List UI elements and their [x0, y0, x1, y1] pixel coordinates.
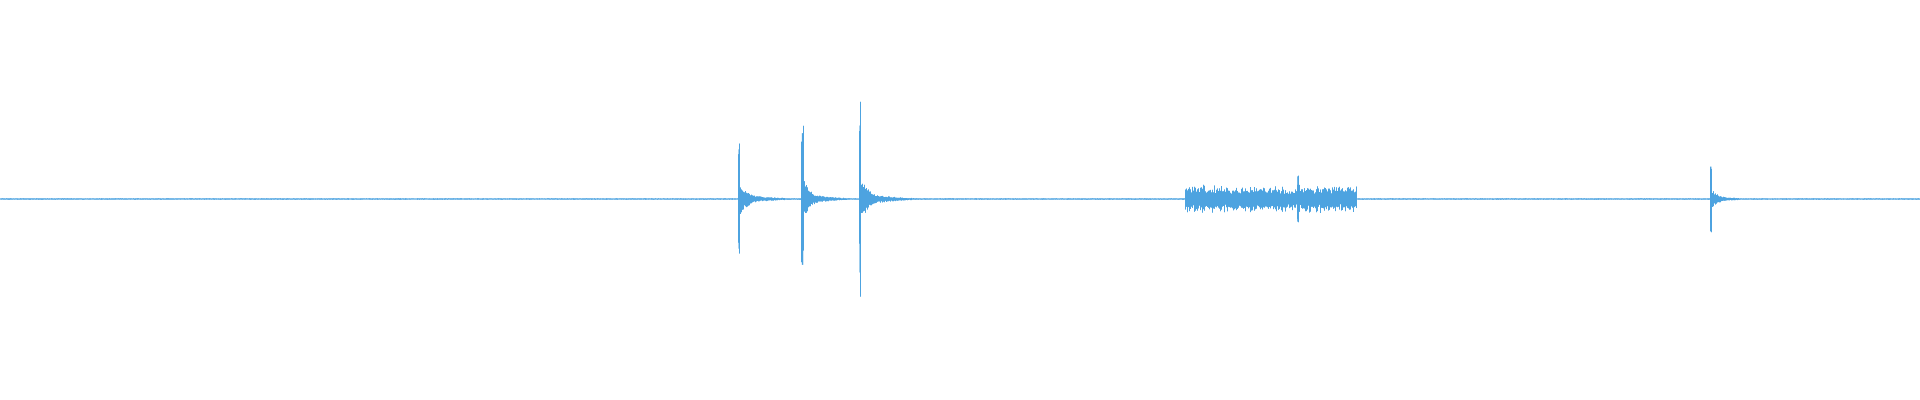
waveform-samples [0, 101, 1920, 297]
